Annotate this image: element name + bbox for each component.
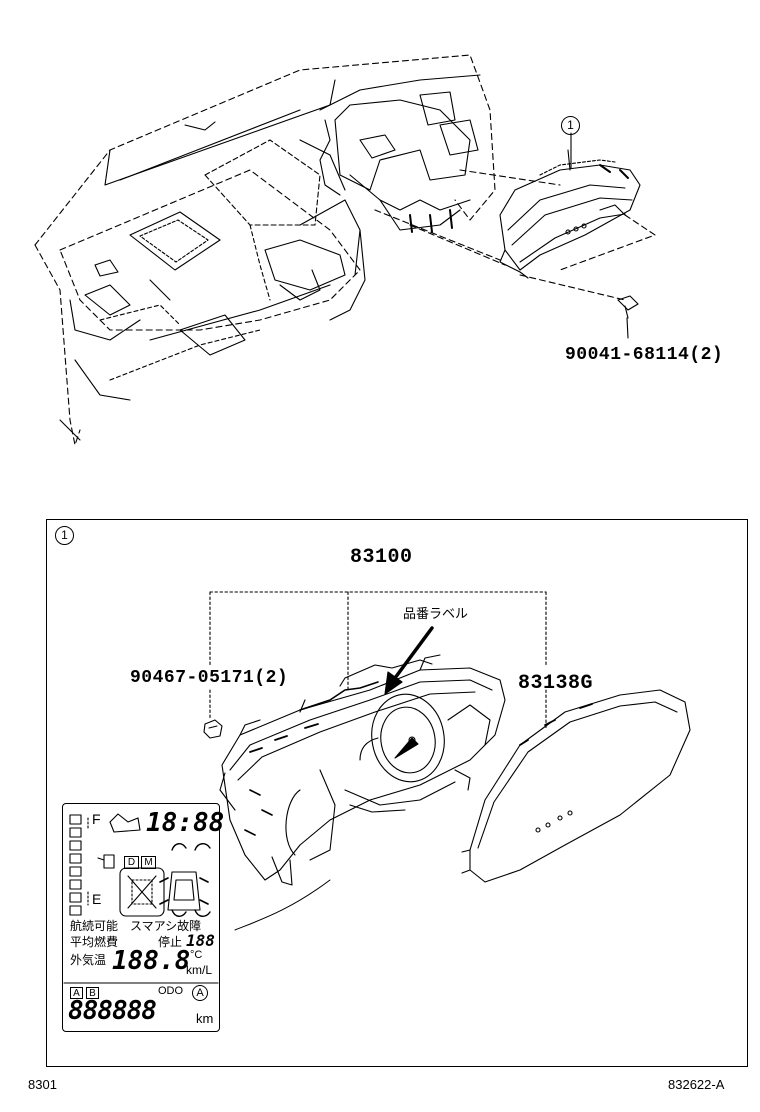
instrument-panel-drawing — [34, 54, 496, 446]
footer-left-code: 8301 — [28, 1077, 57, 1092]
footer-right-code: 832622-A — [668, 1077, 725, 1092]
lcd-avg-fuel-label: 平均燃費 — [70, 935, 119, 949]
meter-assembly-detail-drawing — [219, 654, 506, 931]
lcd-fuel-empty: E — [92, 891, 102, 907]
lcd-odo-label: ODO — [158, 985, 184, 997]
lcd-temp-unit: °C — [190, 949, 203, 961]
lcd-outside-temp-label: 外気温 — [70, 953, 107, 967]
bulb-socket-drawing — [203, 719, 223, 739]
lcd-odo-unit: km — [196, 1011, 214, 1026]
callout-circle-top: 1 — [561, 116, 580, 135]
install-guide-lines — [374, 169, 656, 301]
callout-circle-detail: 1 — [55, 526, 74, 545]
bolt-drawing — [617, 295, 639, 339]
lcd-trip-b: B — [86, 987, 99, 999]
meter-glass-detail-drawing — [461, 689, 691, 883]
part-number-glass: 83138G — [518, 672, 594, 695]
lcd-clock: 18:88 — [146, 808, 225, 838]
lcd-economy-unit: km/L — [186, 963, 213, 977]
part-label-note: 品番ラベル — [403, 607, 469, 622]
detail-view-frame — [46, 519, 748, 1067]
lcd-shift-d: D — [124, 856, 139, 869]
lcd-temp-digits: 188.8 — [112, 946, 191, 976]
lcd-segment-graphics — [63, 813, 219, 984]
lcd-display-illustration — [62, 803, 220, 1032]
part-number-meter-assembly: 83100 — [350, 546, 413, 569]
lcd-stop-digits: 188 — [186, 931, 215, 950]
lcd-trip-a: A — [70, 987, 83, 999]
lcd-range-label: 航続可能 — [70, 919, 119, 933]
part-leader-lines — [209, 591, 547, 731]
lcd-fuel-full: F — [92, 811, 101, 827]
part-number-bolt: 90041-68114(2) — [565, 345, 724, 365]
lcd-odo-digits: 888888 — [68, 996, 157, 1026]
lcd-stop-label: 停止 — [158, 935, 183, 949]
combination-meter-drawing — [499, 149, 641, 279]
lcd-smart-fault: スマアシ故障 — [130, 919, 202, 933]
lcd-auto-symbol: A — [192, 985, 208, 1001]
part-number-bulb: 90467-05171(2) — [130, 668, 289, 688]
lcd-shift-m: M — [141, 856, 156, 869]
